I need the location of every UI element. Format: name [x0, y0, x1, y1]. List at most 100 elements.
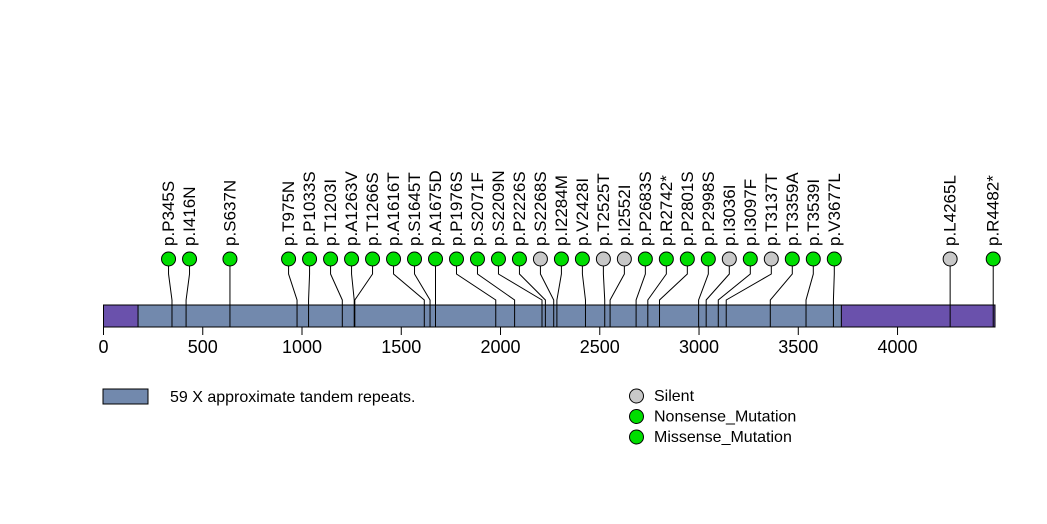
- axis-tick-label: 1500: [381, 337, 421, 357]
- mutation-label: p.A1675D: [426, 170, 445, 246]
- axis-tick-label: 0: [98, 337, 108, 357]
- mutation-marker: [742, 251, 758, 267]
- domain-region: [137, 304, 842, 328]
- mutation-label: p.R2742*: [657, 175, 676, 246]
- mutation-stem: [185, 266, 191, 327]
- mutation-label: p.S2209N: [489, 170, 508, 246]
- domain-legend-label: 59 X approximate tandem repeats.: [170, 389, 415, 406]
- mutation-label: p.V2428I: [573, 178, 592, 246]
- mutation-type-legend: Silent Nonsense_Mutation Missense_Mutati…: [629, 388, 796, 446]
- mutation-label: p.I2552I: [615, 185, 634, 246]
- mutation-marker: [553, 251, 569, 267]
- mutation-label: p.T3137T: [762, 173, 781, 246]
- mutation-marker: [344, 251, 360, 267]
- mutation-marker: [700, 251, 716, 267]
- mutation-label: p.S637N: [220, 180, 239, 246]
- mutation-label: p.A1616T: [384, 172, 403, 246]
- protein-track: [103, 304, 996, 328]
- mutation-marker: [532, 251, 548, 267]
- domain-legend: 59 X approximate tandem repeats.: [102, 388, 415, 406]
- mutation-stem: [393, 266, 425, 327]
- mutation-marker: [721, 251, 737, 267]
- mutation-stem: [647, 266, 667, 327]
- axis-tick-label: 500: [188, 337, 218, 357]
- mutation-stem: [581, 266, 586, 327]
- mutation-marker: [448, 251, 464, 267]
- mutation-label: p.S2268S: [531, 171, 550, 246]
- mutation-marker: [616, 251, 632, 267]
- mutation-stem: [602, 266, 606, 327]
- mutation-label: p.T3539I: [804, 179, 823, 246]
- mutation-label: p.P1976S: [447, 171, 466, 246]
- axis-tick-label: 2000: [480, 337, 520, 357]
- mutation-marker: [942, 251, 958, 267]
- mutation-marker: [490, 251, 506, 267]
- mutation-stems-layer: [168, 266, 994, 327]
- mutation-marker: [763, 251, 779, 267]
- mutation-stem: [705, 266, 730, 327]
- mutation-label: p.L4265L: [941, 175, 960, 246]
- mutation-label: p.P345S: [159, 181, 178, 246]
- mutation-label: p.P2226S: [510, 171, 529, 246]
- mutation-marker: [784, 251, 800, 267]
- mutation-stem: [288, 266, 298, 327]
- legend-nonsense-label: Nonsense_Mutation: [654, 409, 796, 426]
- mutation-stem: [698, 266, 709, 327]
- mutation-label: p.S2071F: [468, 172, 487, 246]
- mutation-label: p.I3036I: [720, 185, 739, 246]
- mutation-marker: [985, 251, 1001, 267]
- mutation-stem: [659, 266, 688, 327]
- mutation-stem: [168, 266, 173, 327]
- mutation-stem: [330, 266, 343, 327]
- mutation-stem: [354, 266, 374, 327]
- legend-missense-label: Missense_Mutation: [654, 429, 792, 446]
- mutation-label: p.P1033S: [300, 171, 319, 246]
- domain-legend-swatch: [102, 388, 149, 405]
- axis-tick-label: 3500: [778, 337, 818, 357]
- mutation-marker: [826, 251, 842, 267]
- mutation-label: p.R4482*: [984, 175, 1003, 246]
- mutation-stem: [635, 266, 646, 327]
- mutation-stem: [455, 266, 497, 327]
- mutation-label: p.I3097F: [741, 179, 760, 246]
- mutation-marker: [805, 251, 821, 267]
- mutation-label: p.P2683S: [636, 171, 655, 246]
- axis-tick-label: 3000: [679, 337, 719, 357]
- legend-nonsense-icon: [629, 409, 644, 424]
- mutation-marker: [323, 251, 339, 267]
- mutation-marker: [574, 251, 590, 267]
- mutation-stem: [476, 266, 516, 327]
- mutation-marker: [511, 251, 527, 267]
- mutation-label: p.T975N: [279, 181, 298, 246]
- mutation-label: p.T3359A: [783, 172, 802, 246]
- mutation-marker: [658, 251, 674, 267]
- mutation-markers-layer: [161, 251, 1001, 267]
- mutation-label: p.I2284M: [552, 175, 571, 246]
- mutation-stem: [805, 266, 814, 327]
- mutation-label: p.A1263V: [342, 171, 361, 246]
- mutation-marker: [222, 251, 238, 267]
- mutation-label: p.V3677L: [825, 173, 844, 246]
- mutation-marker: [595, 251, 611, 267]
- legend-silent-label: Silent: [654, 388, 695, 405]
- legend-missense-icon: [629, 429, 644, 445]
- mutation-marker: [469, 251, 485, 267]
- mutation-label: p.I416N: [180, 186, 199, 246]
- mutation-marker: [428, 251, 444, 267]
- mutation-marker: [637, 251, 653, 267]
- mutation-marker: [679, 251, 695, 267]
- mutation-stem: [308, 266, 311, 327]
- axis-tick-label: 4000: [878, 337, 918, 357]
- mutation-label: p.S1645T: [405, 172, 424, 246]
- axis-tick-label: 1000: [282, 337, 322, 357]
- mutation-stem: [556, 266, 562, 327]
- mutation-marker: [281, 251, 297, 267]
- mutation-stem: [717, 266, 751, 327]
- mutation-marker: [407, 251, 423, 267]
- mutation-label: p.P2801S: [678, 171, 697, 246]
- mutation-stem: [414, 266, 431, 327]
- mutation-marker: [386, 251, 402, 267]
